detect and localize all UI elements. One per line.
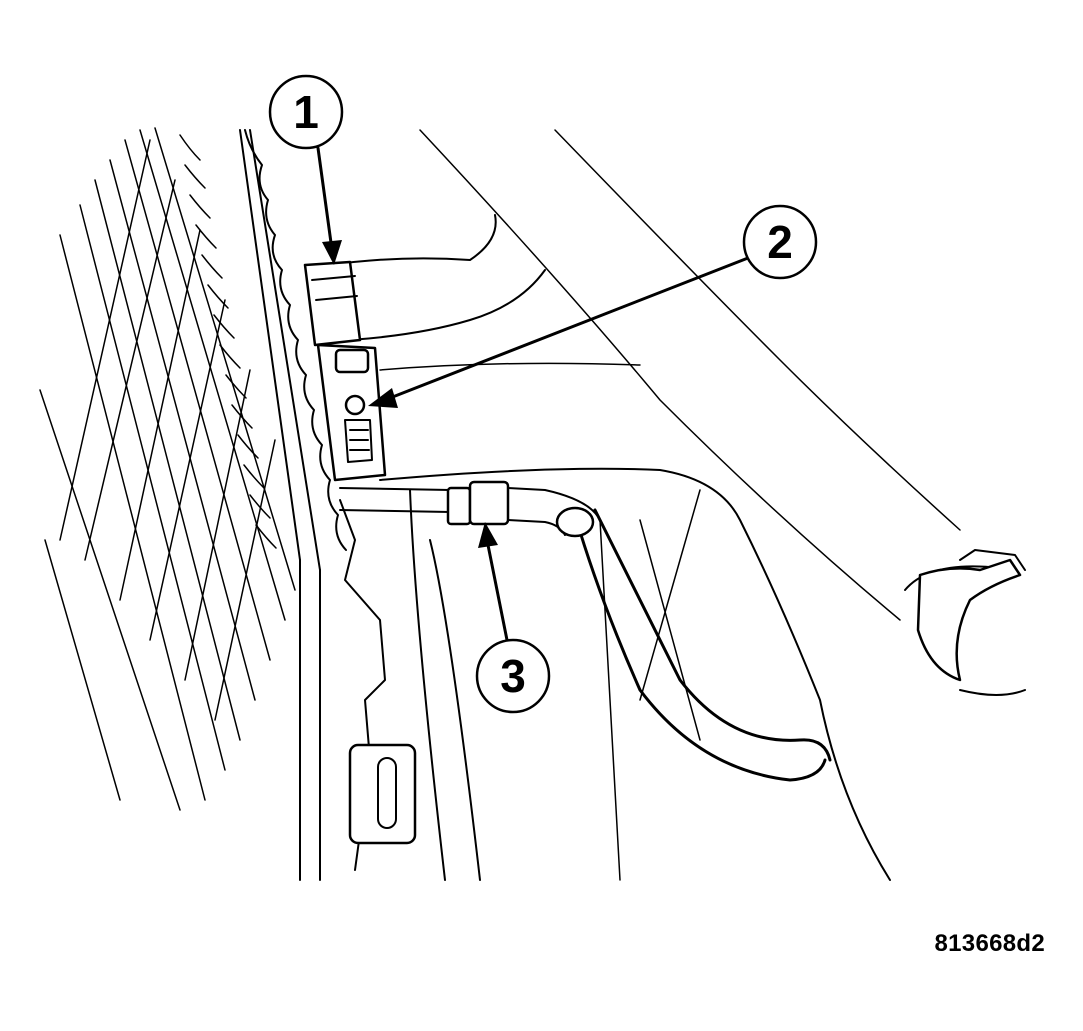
callout-1-label: 1 [293, 86, 319, 138]
fan-shroud-outline [379, 129, 961, 881]
callout-3-label: 3 [500, 650, 526, 702]
hose-clamp [316, 343, 387, 482]
radiator-core [39, 127, 321, 811]
upper-radiator-hose [303, 214, 546, 347]
callout-1: 1 [268, 74, 344, 265]
callout-3: 3 [475, 522, 551, 714]
callout-2-label: 2 [767, 216, 793, 268]
radiator-tank [244, 129, 417, 881]
figure-id: 813668d2 [934, 930, 1045, 957]
right-hose-clamp [904, 549, 1026, 696]
callout-2: 2 [368, 204, 818, 408]
cooler-line [339, 480, 832, 782]
